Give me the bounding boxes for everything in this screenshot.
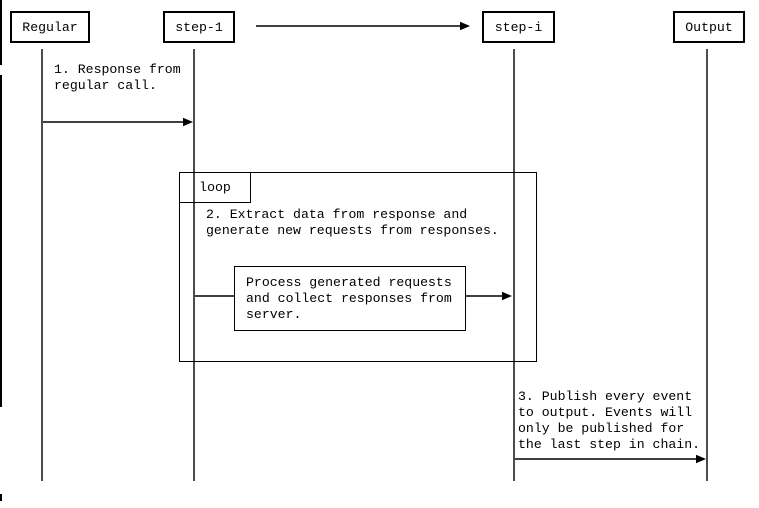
actor-label-step-1: step-1: [175, 19, 223, 35]
process-requests-text: Process generated requests and collect r…: [246, 275, 452, 322]
message-3-publish-events: 3. Publish every event to output. Events…: [518, 389, 701, 452]
arrow-process-to-stepi-head: [502, 291, 512, 301]
left-edge-border-bottom: [0, 494, 2, 501]
arrow-chain-steps-head: [460, 21, 470, 31]
actor-label-output: Output: [685, 19, 733, 35]
actor-box-regular: Regular: [10, 11, 90, 43]
arrow-publish-head: [696, 454, 706, 464]
message-1-response-from-regular: 1. Response from regular call.: [54, 62, 181, 93]
actor-label-step-i: step-i: [494, 19, 543, 35]
left-edge-border-top: [0, 0, 2, 65]
arrow-response-head: [183, 117, 193, 127]
actor-box-step-i: step-i: [482, 11, 555, 43]
message-2-extract-data: 2. Extract data from response and genera…: [206, 207, 499, 238]
actor-box-output: Output: [673, 11, 745, 43]
loop-fragment-frame: [179, 172, 537, 362]
actor-box-step-1: step-1: [163, 11, 235, 43]
loop-fragment-label-box: loop: [179, 172, 251, 203]
actor-label-regular: Regular: [22, 19, 78, 35]
process-requests-box: Process generated requests and collect r…: [234, 266, 466, 331]
left-edge-border-main: [0, 75, 2, 407]
loop-fragment-label: loop: [199, 180, 231, 195]
